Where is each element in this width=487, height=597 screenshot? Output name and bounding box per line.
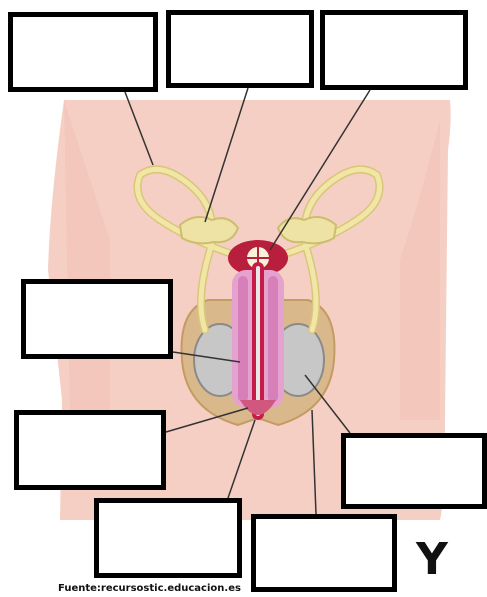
label-box-6[interactable] — [341, 433, 487, 509]
label-box-2[interactable] — [166, 10, 314, 88]
seminal-vesicle-left — [180, 217, 238, 243]
corpus-pattern-right — [268, 276, 278, 402]
label-box-3[interactable] — [320, 10, 468, 90]
corpus-pattern-left — [238, 276, 248, 402]
label-box-1[interactable] — [8, 12, 158, 92]
label-box-4[interactable] — [21, 279, 173, 359]
urethra-lumen — [256, 266, 260, 416]
seminal-vesicle-right — [278, 217, 336, 243]
label-box-7[interactable] — [94, 498, 242, 578]
source-credit: Fuente:recursostic.educacion.es — [58, 583, 241, 595]
label-box-8[interactable] — [251, 514, 397, 592]
label-box-5[interactable] — [14, 410, 166, 490]
corner-letter: Y — [416, 538, 448, 582]
